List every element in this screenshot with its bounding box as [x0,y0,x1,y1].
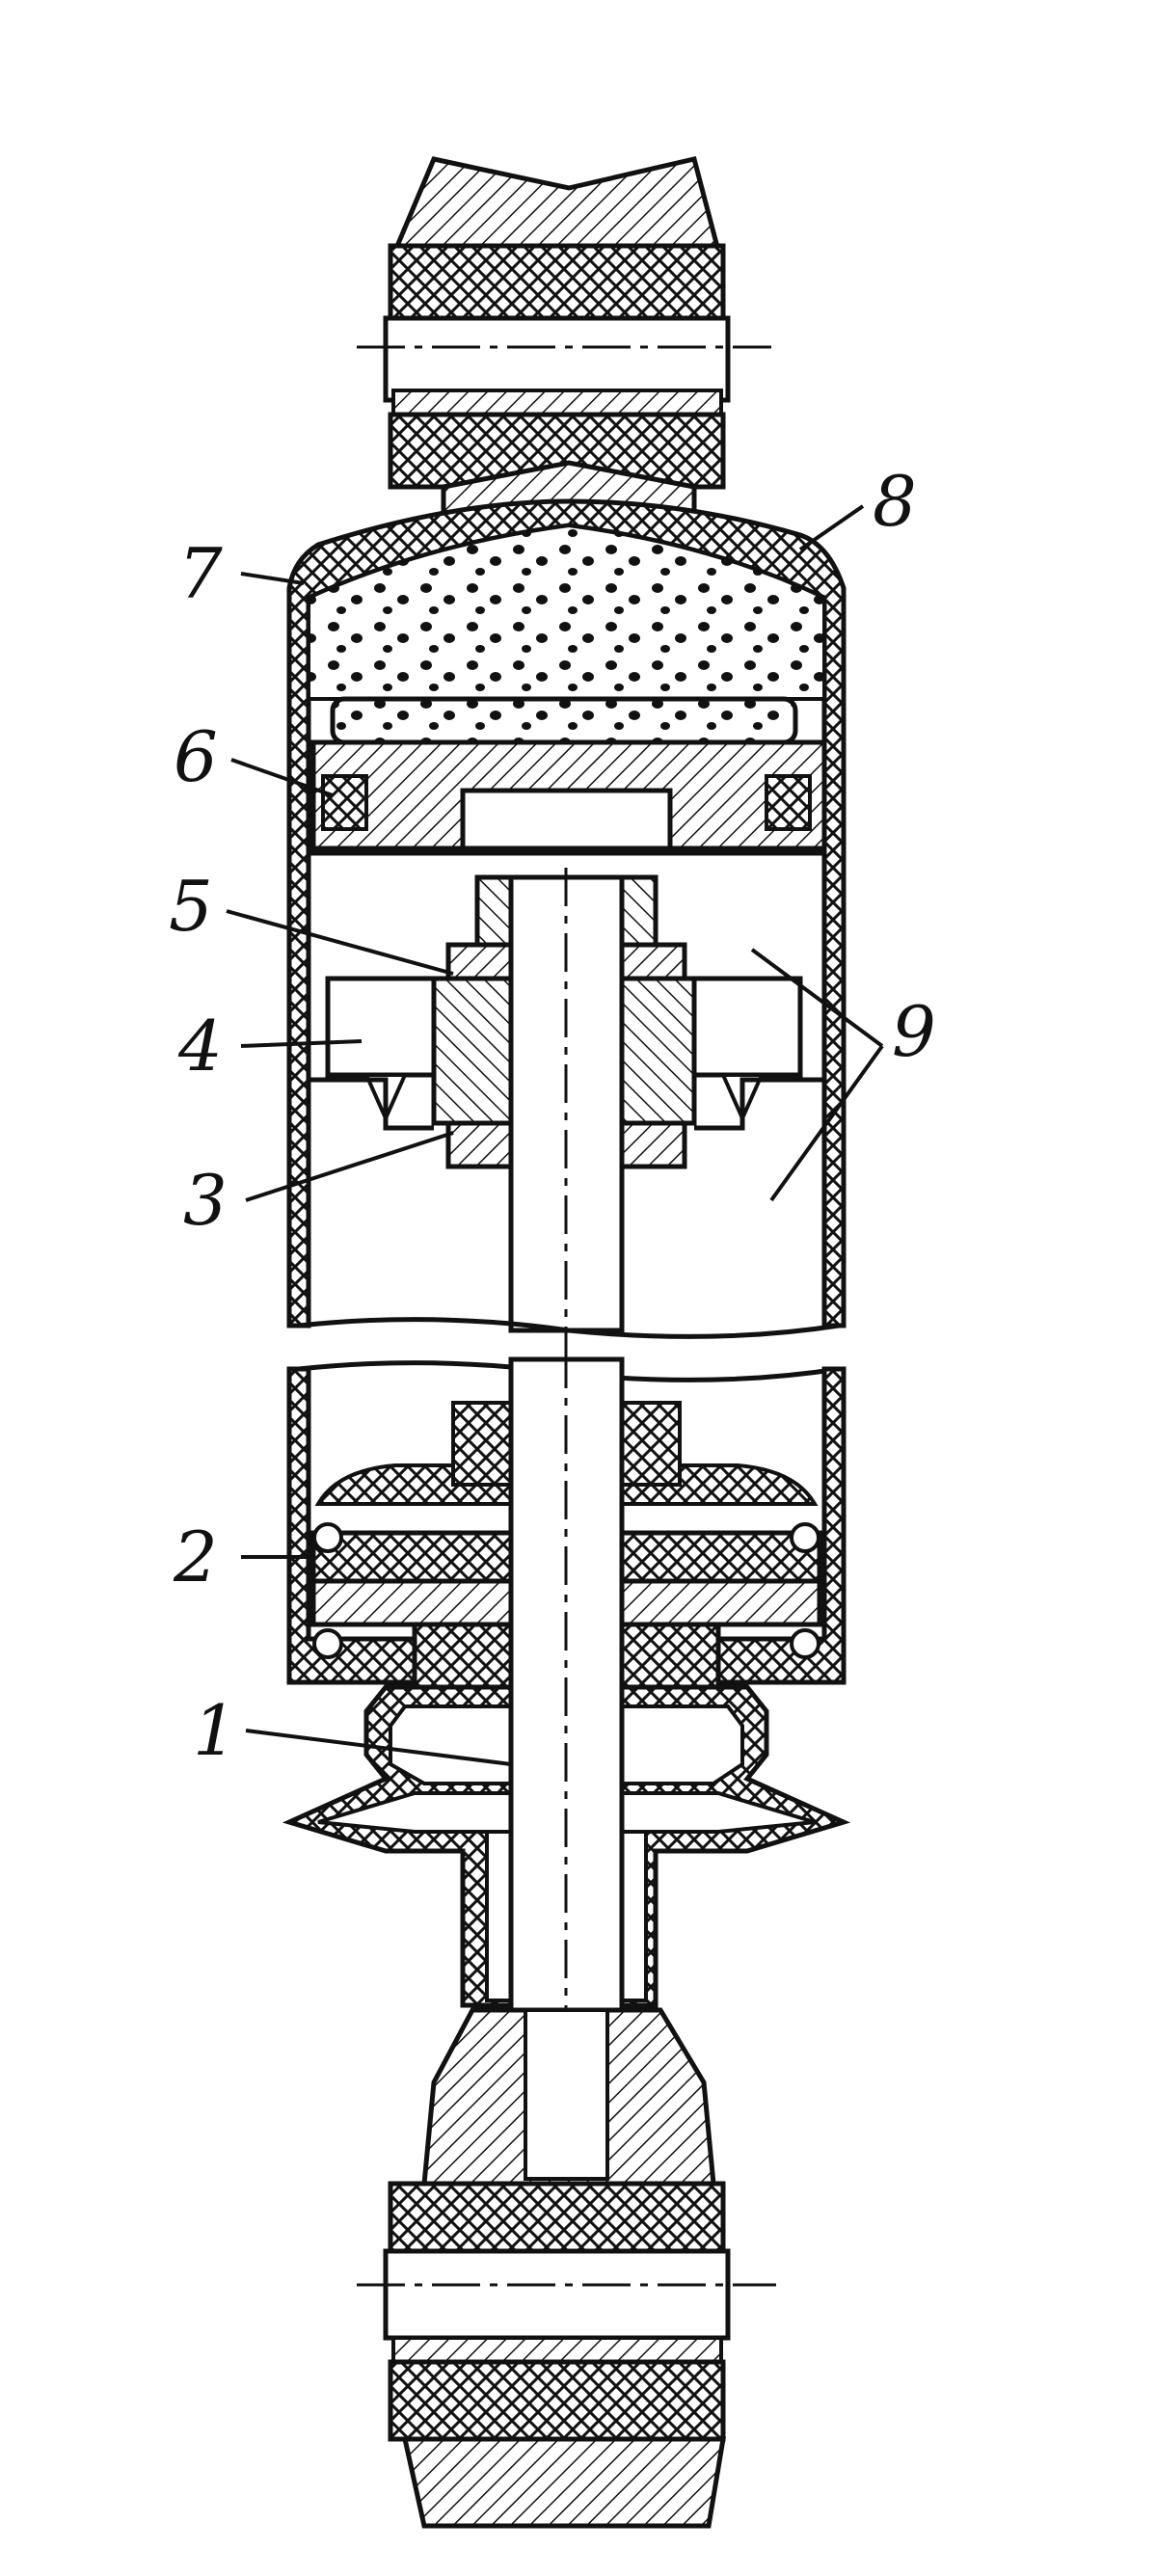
leader-4 [240,1039,363,1048]
break-line [298,1317,840,1339]
top-eye [357,156,771,528]
leader-7 [240,572,305,585]
label-4: 4 [177,1006,223,1087]
bottom-eye [357,2007,776,2529]
label-5: 5 [169,866,213,947]
upper-cylinder [286,498,847,1328]
leader-8 [798,504,865,551]
label-8: 8 [873,461,917,542]
label-9: 9 [892,991,936,1072]
leader-9a [750,948,884,1048]
leader-lines [226,504,884,1766]
label-6: 6 [174,716,218,797]
leader-9b [769,1044,884,1202]
dust-boot [282,1350,851,2179]
leader-6 [230,758,334,797]
label-2: 2 [173,1516,218,1597]
piston-assembly [309,868,824,1350]
label-7: 7 [178,533,223,614]
part-labels: 1 2 3 4 5 6 7 8 9 [169,461,936,1771]
leader-5 [226,909,454,976]
leader-1 [245,1729,512,1766]
label-3: 3 [183,1160,228,1241]
leader-3 [245,1131,454,1202]
label-1: 1 [193,1690,237,1771]
